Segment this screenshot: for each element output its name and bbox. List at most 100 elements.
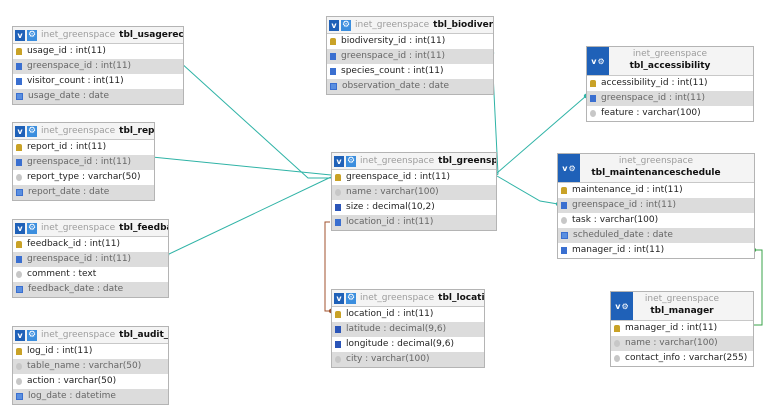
gear-icon[interactable]: ⚙ (341, 19, 351, 31)
text-icon (590, 110, 596, 117)
primary-key-icon (335, 174, 341, 181)
column-label: feedback_id : int(11) (27, 239, 121, 249)
database-name: inet_greenspace (41, 223, 116, 233)
numeric-icon (335, 326, 341, 333)
column-row: greenspace_id : int(11) (558, 198, 754, 213)
column-row: name : varchar(100) (332, 185, 496, 200)
column-row: report_date : date (13, 185, 154, 200)
column-row: manager_id : int(11) (611, 321, 753, 336)
link-maintenance-manager (752, 249, 763, 326)
column-label: feedback_date : date (28, 284, 124, 294)
column-label: observation_date : date (342, 81, 450, 91)
table-name: tbl_biodiversity (433, 20, 493, 30)
table-biodiversity[interactable]: v⚙ inet_greenspace tbl_biodiversity biod… (326, 16, 494, 95)
toggle-icon[interactable]: v (15, 29, 25, 41)
table-header[interactable]: v⚙ inet_greenspace tbl_greenspace (332, 153, 496, 170)
numeric-icon (561, 247, 567, 254)
table-header[interactable]: v⚙ inet_greenspace tbl_usagerecord (13, 27, 183, 44)
table-usagerecord[interactable]: v⚙ inet_greenspace tbl_usagerecord usage… (12, 26, 184, 105)
toggle-icon[interactable]: v (15, 222, 25, 234)
table-name: tbl_location (438, 293, 484, 303)
text-icon (335, 356, 341, 363)
text-icon (335, 189, 341, 196)
table-audit-log[interactable]: v⚙ inet_greenspace tbl_audit_log log_id … (12, 326, 169, 405)
table-location[interactable]: v⚙ inet_greenspace tbl_location location… (331, 289, 485, 368)
database-name: inet_greenspace (41, 126, 116, 136)
table-header[interactable]: v⚙ inet_greenspace tbl_feedback (13, 220, 168, 237)
toggle-icon[interactable]: v (615, 301, 621, 311)
column-row: report_type : varchar(50) (13, 170, 154, 185)
numeric-icon (590, 95, 596, 102)
column-row: biodiversity_id : int(11) (327, 34, 493, 49)
table-header[interactable]: v⚙ inet_greenspace tbl_biodiversity (327, 17, 493, 34)
table-maintenanceschedule[interactable]: v⚙ inet_greenspace tbl_maintenanceschedu… (557, 153, 755, 259)
numeric-icon (335, 219, 341, 226)
toggle-icon[interactable]: v (15, 329, 25, 341)
primary-key-icon (16, 144, 22, 151)
table-header[interactable]: v⚙ inet_greenspace tbl_manager (611, 292, 753, 321)
toggle-icon[interactable]: v (562, 163, 568, 173)
column-label: visitor_count : int(11) (27, 76, 124, 86)
table-manager[interactable]: v⚙ inet_greenspace tbl_manager manager_i… (610, 291, 754, 367)
primary-key-icon (16, 241, 22, 248)
database-name: inet_greenspace (41, 330, 116, 340)
table-header[interactable]: v⚙ inet_greenspace tbl_audit_log (13, 327, 168, 344)
column-row: log_id : int(11) (13, 344, 168, 359)
table-header[interactable]: v⚙ inet_greenspace tbl_report (13, 123, 154, 140)
column-row: accessibility_id : int(11) (587, 76, 753, 91)
toggle-icon[interactable]: v (329, 19, 339, 31)
column-row: greenspace_id : int(11) (13, 155, 154, 170)
gear-icon[interactable]: ⚙ (621, 301, 629, 311)
column-row: longitude : decimal(9,6) (332, 337, 484, 352)
column-label: task : varchar(100) (572, 215, 659, 225)
gear-icon[interactable]: ⚙ (597, 56, 605, 66)
primary-key-icon (614, 325, 620, 332)
database-name: inet_greenspace (360, 293, 435, 303)
toggle-icon[interactable]: v (334, 155, 344, 167)
gear-icon[interactable]: ⚙ (568, 163, 576, 173)
toggle-icon[interactable]: v (591, 56, 597, 66)
header-icons[interactable]: v⚙ (558, 154, 580, 182)
header-icons[interactable]: v⚙ (587, 47, 609, 75)
numeric-icon (16, 63, 22, 70)
column-label: maintenance_id : int(11) (572, 185, 683, 195)
gear-icon[interactable]: ⚙ (27, 29, 37, 41)
database-name: inet_greenspace (355, 20, 430, 30)
gear-icon[interactable]: ⚙ (27, 329, 37, 341)
column-row: report_id : int(11) (13, 140, 154, 155)
table-header[interactable]: v⚙ inet_greenspace tbl_accessibility (587, 47, 753, 76)
gear-icon[interactable]: ⚙ (346, 292, 356, 304)
text-icon (614, 340, 620, 347)
table-name: tbl_maintenanceschedule (591, 168, 721, 178)
column-label: size : decimal(10,2) (346, 202, 435, 212)
table-feedback[interactable]: v⚙ inet_greenspace tbl_feedback feedback… (12, 219, 169, 298)
table-greenspace[interactable]: v⚙ inet_greenspace tbl_greenspace greens… (331, 152, 497, 231)
gear-icon[interactable]: ⚙ (346, 155, 356, 167)
column-row: scheduled_date : date (558, 228, 754, 243)
column-row: table_name : varchar(50) (13, 359, 168, 374)
link-feedback-greenspace (166, 176, 332, 256)
table-header[interactable]: v⚙ inet_greenspace tbl_maintenanceschedu… (558, 154, 754, 183)
column-row: size : decimal(10,2) (332, 200, 496, 215)
header-icons[interactable]: v⚙ (611, 292, 633, 320)
table-name: tbl_manager (650, 306, 714, 316)
numeric-icon (16, 78, 22, 85)
text-icon (16, 174, 22, 181)
column-row: latitude : decimal(9,6) (332, 322, 484, 337)
table-report[interactable]: v⚙ inet_greenspace tbl_report report_id … (12, 122, 155, 201)
primary-key-icon (16, 48, 22, 55)
table-accessibility[interactable]: v⚙ inet_greenspace tbl_accessibility acc… (586, 46, 754, 122)
toggle-icon[interactable]: v (15, 125, 25, 137)
column-label: manager_id : int(11) (625, 323, 718, 333)
column-label: name : varchar(100) (625, 338, 718, 348)
toggle-icon[interactable]: v (334, 292, 344, 304)
gear-icon[interactable]: ⚙ (27, 125, 37, 137)
database-name: inet_greenspace (41, 30, 116, 40)
table-name: tbl_usagerecord (119, 30, 183, 40)
numeric-icon (330, 53, 336, 60)
column-row: maintenance_id : int(11) (558, 183, 754, 198)
primary-key-icon (330, 38, 336, 45)
gear-icon[interactable]: ⚙ (27, 222, 37, 234)
table-header[interactable]: v⚙ inet_greenspace tbl_location (332, 290, 484, 307)
link-maintenance-greenspace (496, 175, 559, 205)
